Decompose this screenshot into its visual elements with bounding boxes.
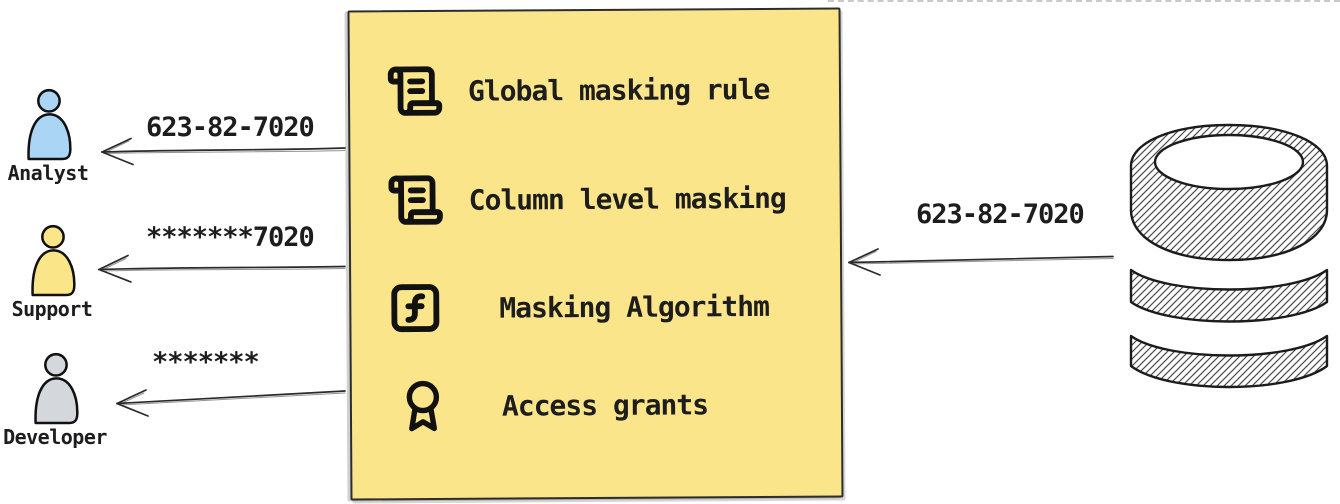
database-icon bbox=[1129, 123, 1329, 389]
rule-row-column-masking: Column level masking bbox=[386, 169, 786, 229]
canvas-edge-dashes bbox=[828, 0, 1340, 2]
analyst-value-label: 623-82-7020 bbox=[146, 112, 315, 143]
persona-label: Support bbox=[11, 297, 93, 321]
persona-label: Analyst bbox=[7, 161, 89, 185]
support-value-label: *******7020 bbox=[146, 222, 315, 253]
rule-row-masking-algorithm: Masking Algorithm bbox=[387, 278, 769, 336]
person-icon bbox=[34, 352, 79, 425]
scroll-text-icon bbox=[388, 175, 443, 225]
persona-label: Developer bbox=[3, 425, 107, 449]
persona-analyst: Analyst bbox=[0, 88, 103, 185]
rule-label: Masking Algorithm bbox=[499, 289, 769, 325]
database bbox=[1126, 120, 1332, 400]
rule-row-access-grants: Access grants bbox=[396, 372, 709, 438]
masking-rules-box: Global masking rule Column level masking… bbox=[347, 7, 844, 501]
award-icon bbox=[406, 380, 440, 432]
developer-value-label: ******* bbox=[152, 347, 260, 378]
rule-label: Global masking rule bbox=[467, 72, 770, 108]
scroll-text-icon bbox=[387, 66, 443, 116]
database-value-label: 623-82-7020 bbox=[916, 199, 1085, 230]
persona-support: Support bbox=[0, 224, 107, 321]
function-square-icon bbox=[391, 284, 440, 333]
person-icon bbox=[31, 224, 76, 297]
person-icon bbox=[27, 88, 72, 161]
rule-label: Access grants bbox=[501, 387, 709, 423]
rule-label: Column level masking bbox=[468, 181, 786, 217]
persona-developer: Developer bbox=[0, 352, 110, 449]
rule-row-global-masking: Global masking rule bbox=[386, 60, 770, 120]
